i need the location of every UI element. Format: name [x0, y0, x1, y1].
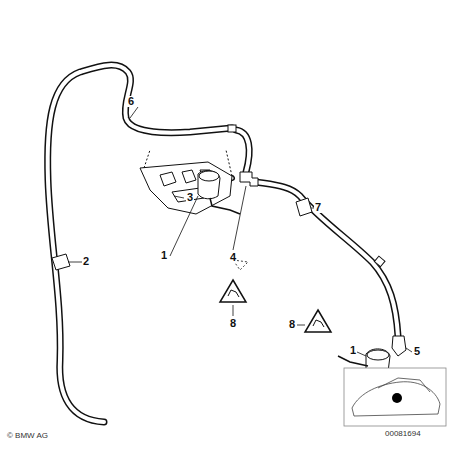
hose-joint	[228, 125, 236, 132]
spray-nozzles	[198, 171, 390, 377]
drawing-number: 00081694	[384, 430, 422, 438]
callout-number: 3	[186, 192, 194, 203]
t-piece	[240, 172, 258, 186]
hose-joint	[374, 256, 385, 267]
bracket	[140, 150, 232, 214]
callout-number: 7	[314, 202, 322, 213]
callout-number: 5	[413, 346, 421, 357]
callout-number: 8	[229, 318, 237, 329]
connectors	[228, 125, 406, 356]
callout-number: 4	[229, 252, 237, 263]
elbow-connector	[392, 336, 406, 356]
callout-number: 1	[160, 250, 168, 261]
callout-number: 6	[127, 96, 135, 107]
leader-lines	[68, 107, 412, 356]
callout-number: 2	[82, 256, 90, 267]
callout-number: 1	[349, 345, 357, 356]
warning-triangles	[220, 280, 331, 332]
callout-number: 8	[288, 319, 296, 330]
clips	[52, 198, 312, 270]
copyright-note: © BMW AG	[6, 432, 49, 440]
car-locator	[344, 368, 446, 426]
